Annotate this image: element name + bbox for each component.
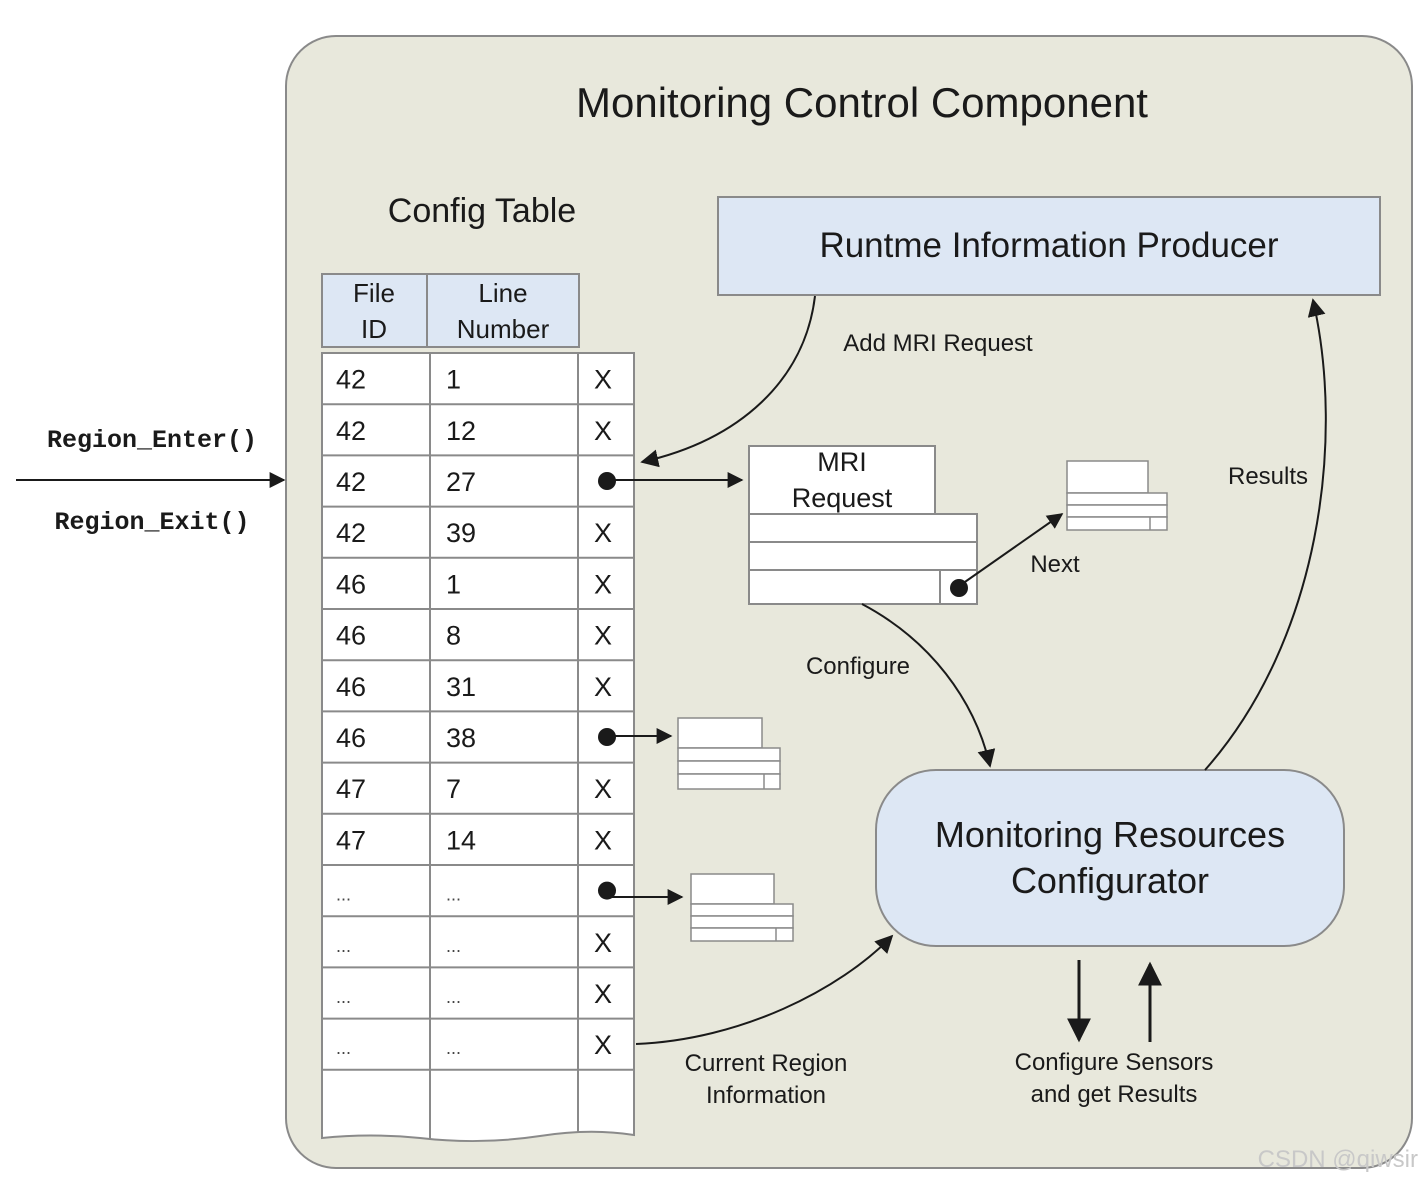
table-cell-file-id: ...: [336, 1038, 351, 1058]
table-cell-empty-mark: X: [594, 672, 612, 702]
mri-label-line1: MRI: [817, 447, 867, 477]
results-label: Results: [1228, 463, 1308, 490]
table-cell-empty-mark: X: [594, 825, 612, 855]
region-enter-label: Region_Enter(): [47, 426, 257, 455]
table-cell-empty-mark: X: [594, 774, 612, 804]
table-cell-line-number: 38: [446, 723, 476, 753]
current-region-arrow: [635, 934, 894, 1045]
config-table-body: [321, 352, 635, 1143]
config-table-header: File ID Line Number: [321, 273, 580, 348]
table-cell-line-number: ...: [446, 1038, 461, 1058]
mri-node-row-ellipsis: [690, 873, 794, 942]
next-label: Next: [1030, 551, 1080, 578]
table-cell-empty-mark: X: [594, 518, 612, 548]
watermark: CSDN @qiwsir: [1258, 1146, 1418, 1173]
table-cell-file-id: 42: [336, 365, 366, 395]
table-cell-line-number: 14: [446, 825, 476, 855]
table-cell-file-id: 46: [336, 672, 366, 702]
header-line-line1: Line: [478, 278, 527, 308]
table-cell-file-id: 42: [336, 518, 366, 548]
table-cell-empty-mark: X: [594, 928, 612, 958]
table-cell-line-number: 31: [446, 672, 476, 702]
table-cell-file-id: ...: [336, 885, 351, 905]
table-cell-line-number: 1: [446, 569, 461, 599]
configure-label: Configure: [806, 653, 910, 680]
current-region-line2: Information: [706, 1082, 826, 1109]
configurator-line1: Monitoring Resources: [935, 814, 1285, 855]
table-cell-file-id: 42: [336, 416, 366, 446]
table-cell-empty-mark: X: [594, 621, 612, 651]
component-title: Monitoring Control Component: [576, 79, 1148, 126]
table-cell-empty-mark: X: [594, 365, 612, 395]
table-cell-file-id: 46: [336, 723, 366, 753]
table-cell-line-number: 8: [446, 621, 461, 651]
table-cell-file-id: ...: [336, 987, 351, 1007]
header-line-line2: Number: [457, 314, 550, 344]
table-cell-line-number: ...: [446, 936, 461, 956]
add-mri-label: Add MRI Request: [843, 330, 1033, 357]
table-cell-line-number: 27: [446, 467, 476, 497]
table-cell-line-number: 39: [446, 518, 476, 548]
next-arrow: [961, 513, 1064, 585]
table-cell-empty-mark: X: [594, 569, 612, 599]
header-file-line2: ID: [361, 314, 387, 344]
table-cell-line-number: ...: [446, 987, 461, 1007]
next-mri-node: [1066, 460, 1168, 531]
table-cell-file-id: 46: [336, 569, 366, 599]
table-cell-file-id: 47: [336, 825, 366, 855]
table-cell-line-number: ...: [446, 885, 461, 905]
mri-node-row-38: [677, 717, 781, 790]
table-cell-line-number: 7: [446, 774, 461, 804]
table-cell-file-id: ...: [336, 936, 351, 956]
table-cell-file-id: 42: [336, 467, 366, 497]
region-exit-label: Region_Exit(): [54, 508, 249, 537]
table-cell-line-number: 12: [446, 416, 476, 446]
table-cell-empty-mark: X: [594, 979, 612, 1009]
table-cell-pointer-dot: [598, 472, 616, 490]
mri-label-line2: Request: [792, 483, 893, 513]
table-cell-file-id: 46: [336, 621, 366, 651]
table-cell-empty-mark: X: [594, 1030, 612, 1060]
table-cell-pointer-dot: [598, 881, 616, 900]
sensors-line1: Configure Sensors: [1015, 1049, 1214, 1076]
mri-request-node: MRI Request: [748, 445, 978, 605]
producer-box: [717, 196, 1381, 296]
add-mri-arrow: [640, 295, 816, 468]
config-table-title: Config Table: [388, 192, 576, 230]
header-file-line1: File: [353, 278, 395, 308]
table-cell-file-id: 47: [336, 774, 366, 804]
table-cell-empty-mark: X: [594, 416, 612, 446]
configurator-box: [875, 769, 1345, 947]
sensors-line2: and get Results: [1031, 1081, 1198, 1108]
configurator-line2: Configurator: [1011, 860, 1209, 901]
configure-arrow: [861, 603, 996, 768]
table-cell-line-number: 1: [446, 365, 461, 395]
results-arrow: [1204, 298, 1327, 771]
producer-label: Runtme Information Producer: [819, 226, 1278, 265]
current-region-line1: Current Region: [685, 1050, 848, 1077]
